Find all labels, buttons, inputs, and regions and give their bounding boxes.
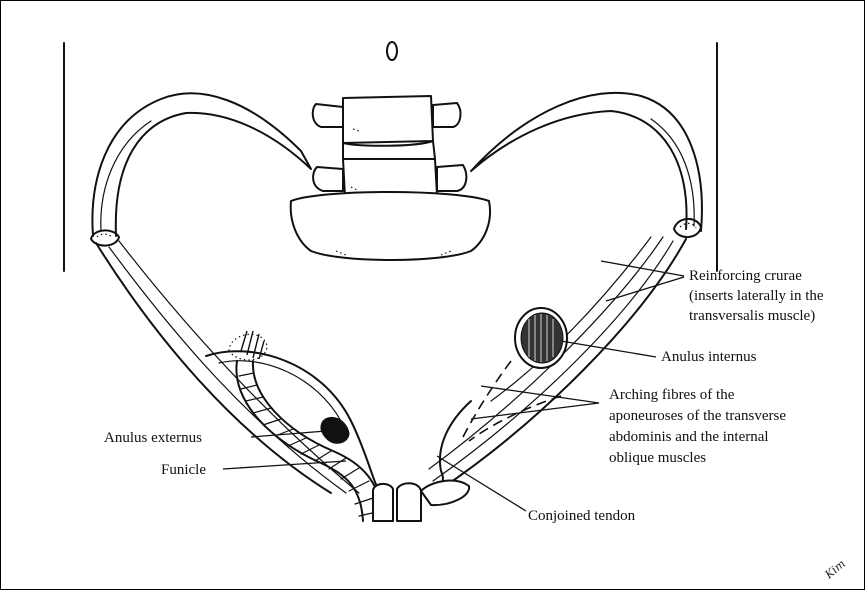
left-deep-ring-outline: [229, 334, 267, 360]
leader-lines: [223, 261, 684, 511]
label-reinforcing-crurae-3: transversalis muscle): [689, 308, 815, 324]
labels: Reinforcing crurae (inserts laterally in…: [104, 268, 848, 582]
right-pubic-tubercle: [421, 481, 469, 506]
artist-signature: Kim: [822, 557, 848, 582]
label-arching-fibres-1: Arching fibres of the: [609, 387, 735, 403]
pubic-symphysis-left: [373, 484, 393, 521]
left-asis-dots: [97, 234, 113, 238]
left-iliac-crest-detail: [101, 121, 151, 231]
left-canal-arch-outer: [206, 351, 379, 491]
right-iliac-wing: [471, 93, 702, 231]
label-arching-fibres-4: oblique muscles: [609, 450, 706, 466]
label-funicle: Funicle: [161, 462, 206, 478]
label-anulus-externus: Anulus externus: [104, 430, 202, 446]
funicle-edge: [253, 361, 383, 521]
left-muscle-line-1: [109, 247, 346, 493]
label-reinforcing-crurae-2: (inserts laterally in the: [689, 288, 824, 304]
sacrum: [291, 192, 490, 260]
right-muscle-line-3: [491, 237, 651, 401]
pubic-symphysis-right: [397, 483, 421, 521]
label-arching-fibres-2: aponeuroses of the transverse: [609, 408, 786, 424]
anulus-internus-ring: [515, 308, 567, 368]
funicle-stripes: [239, 373, 381, 516]
anulus-externus-ring: [321, 417, 349, 443]
label-reinforcing-crurae-1: Reinforcing crurae: [689, 268, 802, 284]
left-iliac-wing: [92, 93, 311, 236]
label-conjoined-tendon: Conjoined tendon: [528, 508, 636, 524]
umbilicus: [387, 42, 397, 60]
label-arching-fibres-3: abdominis and the internal: [609, 429, 769, 445]
conjoined-tendon-line: [431, 401, 471, 493]
label-anulus-internus: Anulus internus: [661, 349, 757, 365]
left-muscle-line-2: [119, 241, 359, 493]
left-inguinal-ligament: [96, 243, 331, 493]
right-asis: [674, 219, 701, 237]
right-iliac-crest-detail: [651, 119, 694, 226]
lumbar-vertebra-upper: [313, 96, 461, 143]
